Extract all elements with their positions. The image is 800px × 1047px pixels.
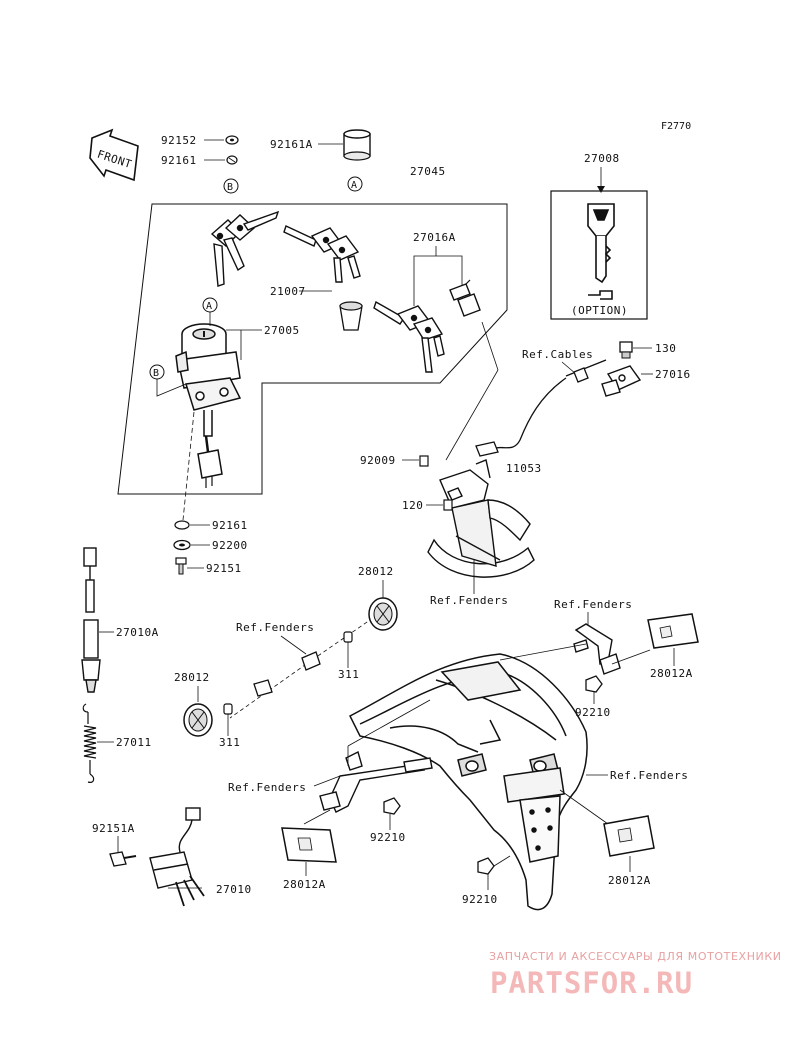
svg-text:B: B — [227, 182, 233, 193]
label-27005: 27005 — [264, 324, 300, 337]
label-92210-b: 92210 — [370, 831, 406, 844]
label-28012A-bottom: 28012A — [608, 874, 651, 887]
label-92200: 92200 — [212, 539, 248, 552]
label-311-b: 311 — [219, 736, 240, 749]
cable-assembly — [475, 359, 607, 457]
label-27010A: 27010A — [116, 626, 159, 639]
label-28012-left: 28012 — [174, 671, 210, 684]
reflector-28012A-left — [281, 827, 337, 863]
ignition-switch-27005 — [175, 323, 242, 488]
option-symbol — [588, 290, 613, 300]
label-92161-top: 92161 — [161, 154, 197, 167]
label-92161A: 92161A — [270, 138, 313, 151]
ref-b-kit: B — [149, 364, 187, 397]
part-92151A — [109, 851, 137, 867]
label-ref-fenders-3: Ref.Fenders — [554, 598, 632, 611]
label-120: 120 — [402, 499, 423, 512]
bolt-fender-a — [301, 651, 321, 671]
label-311-a: 311 — [338, 668, 359, 681]
svg-text:A: A — [206, 301, 212, 312]
label-92151A: 92151A — [92, 822, 135, 835]
label-27011: 27011 — [116, 736, 152, 749]
label-27045: 27045 — [410, 165, 446, 178]
label-27016A: 27016A — [413, 231, 456, 244]
part-92009 — [402, 455, 429, 467]
key-group-left — [210, 210, 280, 287]
spring-27011 — [82, 703, 97, 783]
part-120 — [426, 499, 453, 511]
label-28012-top: 28012 — [358, 565, 394, 578]
part-27010A — [81, 547, 101, 693]
nut-92210-c — [477, 855, 511, 890]
part-92200 — [173, 539, 210, 551]
part-92161A-sleeve — [318, 129, 371, 161]
reflector-28012A-bottom — [603, 815, 655, 857]
nut-92210-a — [585, 675, 603, 704]
option-label: (OPTION) — [571, 304, 628, 317]
part-130 — [619, 341, 652, 359]
ref-a-kit: A — [202, 297, 218, 326]
watermark-logo: PARTSFOR.RU — [490, 966, 694, 1000]
bolt-fender-b — [253, 679, 273, 697]
label-ref-fenders-2: Ref.Fenders — [236, 621, 314, 634]
key-27008 — [587, 203, 615, 284]
key-group-right — [373, 300, 445, 373]
label-92151: 92151 — [206, 562, 242, 575]
front-arrow: FRONT — [89, 128, 139, 182]
label-28012A-right: 28012A — [650, 667, 693, 680]
label-27016: 27016 — [655, 368, 691, 381]
reflector-28012-top — [368, 597, 398, 631]
label-92210-a: 92210 — [575, 706, 611, 719]
ref-a-top: A — [347, 176, 363, 192]
reflector-28012A-right — [647, 613, 699, 649]
spacer-311-a — [343, 631, 353, 668]
part-92151 — [175, 557, 204, 575]
spacer-311-b — [223, 703, 233, 736]
switch-27010 — [149, 807, 205, 907]
svg-text:B: B — [153, 368, 159, 379]
bracket-right — [573, 623, 621, 675]
bracket-left — [319, 750, 433, 813]
label-28012A-left: 28012A — [283, 878, 326, 891]
ref-b-top: B — [223, 178, 239, 194]
label-130: 130 — [655, 342, 676, 355]
kit-27045-outline — [117, 203, 508, 495]
key-group-center — [283, 225, 361, 283]
label-ref-cables: Ref.Cables — [522, 348, 593, 361]
figure-code: F2770 — [661, 121, 691, 132]
label-92210-c: 92210 — [462, 893, 498, 906]
part-92152 — [204, 135, 239, 145]
part-27016A-lock — [449, 279, 481, 317]
label-ref-fenders-5: Ref.Fenders — [610, 769, 688, 782]
reflector-28012-left — [183, 703, 213, 737]
label-27010: 27010 — [216, 883, 252, 896]
nut-92210-b — [383, 797, 401, 830]
part-92161-mid — [174, 520, 210, 530]
label-92009: 92009 — [360, 454, 396, 467]
watermark-tagline: ЗАПЧАСТИ И АКСЕССУАРЫ ДЛЯ МОТОТЕХНИКИ — [489, 950, 782, 963]
label-92152: 92152 — [161, 134, 197, 147]
bracket-11053 — [427, 459, 535, 578]
label-ref-fenders-4: Ref.Fenders — [228, 781, 306, 794]
label-ref-fenders-1: Ref.Fenders — [430, 594, 508, 607]
part-27016-lock — [601, 365, 653, 397]
label-92161-mid: 92161 — [212, 519, 248, 532]
label-11053: 11053 — [506, 462, 542, 475]
rear-fender — [348, 653, 588, 911]
part-21007-cylinder — [339, 301, 363, 331]
label-21007: 21007 — [270, 285, 306, 298]
label-27008: 27008 — [584, 152, 620, 165]
part-92161-top — [204, 155, 238, 165]
svg-text:A: A — [351, 180, 357, 191]
